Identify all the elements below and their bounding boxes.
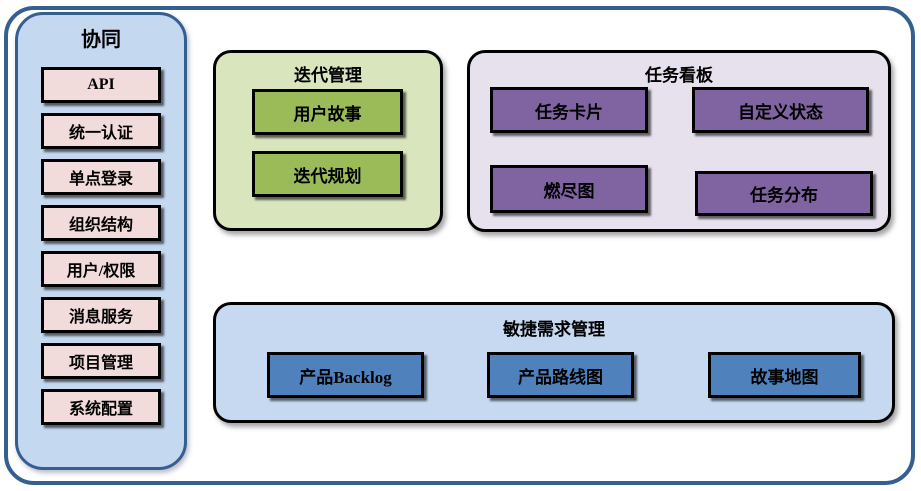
collaboration-group-title: 协同 <box>81 29 121 51</box>
kanban-item-task-distribution: 任务分布 <box>695 171 873 216</box>
sidebar-item-system-config: 系统配置 <box>41 389 161 425</box>
kanban-item-burndown-chart: 燃尽图 <box>490 165 648 213</box>
outer-frame <box>4 6 915 485</box>
iteration-item-user-story: 用户故事 <box>252 89 403 135</box>
requirements-item-story-map: 故事地图 <box>708 352 861 398</box>
sidebar-item-user-permissions: 用户/权限 <box>41 251 161 287</box>
kanban-group: 任务看板 任务卡片 自定义状态 燃尽图 任务分布 <box>467 50 891 232</box>
sidebar-item-org-structure: 组织结构 <box>41 205 161 241</box>
iteration-group: 迭代管理 用户故事 迭代规划 <box>213 50 443 231</box>
sidebar-item-message-service: 消息服务 <box>41 297 161 333</box>
sidebar-item-sso: 单点登录 <box>41 159 161 195</box>
collaboration-group: 协同 API 统一认证 单点登录 组织结构 用户/权限 消息服务 项目管理 系统… <box>15 12 187 470</box>
kanban-item-task-card: 任务卡片 <box>490 87 648 133</box>
kanban-group-title: 任务看板 <box>645 66 713 85</box>
collaboration-item-list: API 统一认证 单点登录 组织结构 用户/权限 消息服务 项目管理 系统配置 <box>18 67 184 425</box>
sidebar-item-project-management: 项目管理 <box>41 343 161 379</box>
requirements-group: 敏捷需求管理 产品Backlog 产品路线图 故事地图 <box>213 302 895 423</box>
iteration-group-title: 迭代管理 <box>294 66 362 85</box>
iteration-item-iteration-planning: 迭代规划 <box>252 151 403 197</box>
requirements-group-title: 敏捷需求管理 <box>503 320 605 339</box>
requirements-item-product-roadmap: 产品路线图 <box>487 352 634 398</box>
sidebar-item-api: API <box>41 67 161 103</box>
requirements-item-product-backlog: 产品Backlog <box>267 352 424 398</box>
kanban-item-custom-status: 自定义状态 <box>692 87 869 133</box>
sidebar-item-unified-auth: 统一认证 <box>41 113 161 149</box>
